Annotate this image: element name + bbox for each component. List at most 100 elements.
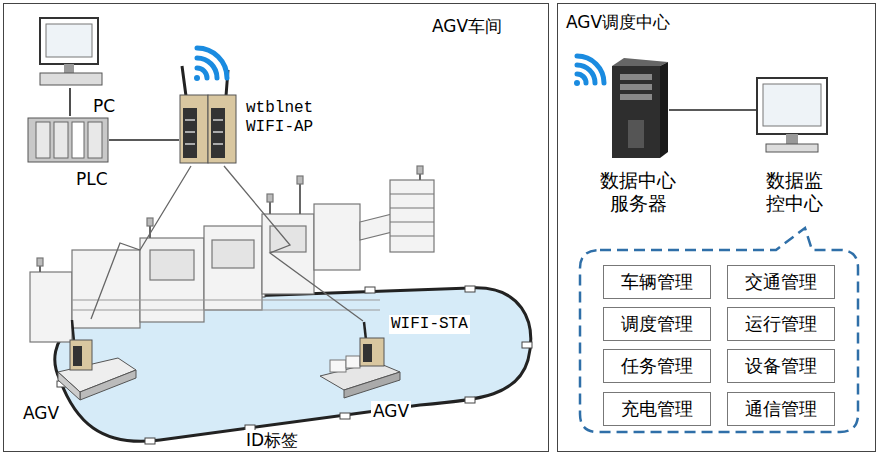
agv-vehicle [70, 340, 92, 370]
function-label: 运行管理 [745, 313, 817, 335]
wifi-ap-device [182, 66, 228, 96]
server-tower [660, 62, 668, 158]
function-label: 调度管理 [621, 313, 693, 335]
agv-vehicle [58, 372, 80, 400]
factory-machine [72, 300, 380, 310]
factory-machine [262, 214, 314, 294]
agv-vehicle [58, 320, 400, 400]
factory-machine [270, 226, 306, 252]
device-node: AGV [56, 319, 138, 395]
device-label: PC [93, 96, 115, 116]
function-label: 任务管理 [621, 355, 693, 377]
function-box: 车辆管理 [603, 265, 711, 299]
agv-vehicle [344, 372, 400, 398]
agv-vehicle [330, 360, 346, 372]
device-label: 数据中心 服务器 [586, 169, 690, 215]
wifi-ap-device [208, 95, 236, 163]
id-tag [57, 286, 532, 444]
factory-machine [30, 166, 434, 342]
monitor-screen [757, 78, 827, 152]
wifi-symbol [197, 48, 227, 78]
server-tower [620, 94, 652, 100]
function-label: 设备管理 [745, 355, 817, 377]
id-tag [145, 438, 155, 444]
id-tag [340, 413, 350, 419]
callout-cloud [580, 228, 858, 432]
monitor-screen [757, 78, 827, 134]
server-tower [612, 58, 668, 66]
function-box: 充电管理 [603, 392, 711, 426]
factory-machine [37, 258, 43, 266]
agv-vehicle [360, 338, 384, 366]
pc-monitor [64, 64, 74, 73]
plc-rack [54, 122, 68, 158]
id-tag [465, 286, 475, 292]
plc-rack [28, 118, 108, 162]
id-tag [365, 287, 375, 293]
server-tower [612, 58, 668, 158]
function-label: 充电管理 [621, 398, 693, 420]
wifi-ap-device [180, 66, 236, 163]
device-label: wtblnet WIFI-AP [246, 99, 332, 137]
cable-link [669, 109, 756, 111]
factory-machine [147, 218, 153, 226]
plc-rack [88, 122, 102, 158]
device-label: AGV [371, 401, 411, 421]
wifi-symbol [577, 56, 604, 83]
wifi-symbol [197, 58, 217, 78]
agv-vehicle [346, 356, 360, 368]
device-label: WIFI-STA [389, 315, 470, 334]
pc-monitor [40, 18, 98, 64]
factory-machine [390, 180, 434, 252]
server-tower [612, 66, 660, 158]
tag-label: ID标签 [244, 430, 300, 450]
factory-machine [360, 214, 392, 240]
plc-rack [72, 122, 84, 158]
device-node: wtblnet WIFI-AP [179, 61, 241, 166]
function-label: 交通管理 [745, 271, 817, 293]
region-panel: AGV车间PCPLCwtblnet WIFI-APAGVWIFI-STAAGV [3, 3, 549, 452]
factory-machine [314, 204, 360, 270]
function-box: 通信管理 [727, 392, 835, 426]
factory-machine [72, 250, 140, 328]
agv-vehicle [80, 370, 136, 400]
agv-vehicle [363, 344, 372, 362]
device-label: 数据监 控中心 [750, 169, 838, 215]
device-node: PLC [29, 116, 109, 164]
factory-machine [212, 240, 254, 268]
pc-monitor [40, 73, 102, 85]
server-tower [620, 74, 652, 80]
function-label: 通信管理 [745, 398, 817, 420]
server-tower [620, 84, 652, 90]
function-box: 任务管理 [603, 349, 711, 383]
device-label: AGV [21, 403, 61, 423]
wifi-symbol [577, 65, 595, 83]
pc-monitor [46, 24, 92, 57]
factory-machine [30, 272, 72, 342]
wifi-symbol [574, 80, 580, 86]
factory-machine [40, 170, 420, 272]
panel-title: AGV车间 [432, 16, 502, 36]
id-tag [522, 342, 532, 348]
cable-link [69, 88, 71, 116]
factory-machine [297, 176, 303, 184]
factory-machine [150, 250, 194, 280]
agv-vehicle [364, 322, 366, 340]
device-node: PC [36, 16, 106, 88]
monitor-screen [786, 134, 798, 144]
wireless-link [224, 166, 363, 321]
factory-machine [390, 194, 434, 236]
panel-title: AGV调度中心 [566, 12, 670, 32]
function-box: 运行管理 [727, 307, 835, 341]
function-label: 车辆管理 [621, 271, 693, 293]
callout-cloud [580, 228, 858, 432]
region-panel: AGV调度中心数据中心 服务器 数据监 控中心车辆管理 交通管理调度管理 运行管理任务… [557, 3, 876, 452]
cable-link [109, 139, 179, 141]
monitor-screen [763, 84, 821, 126]
wifi-symbol [194, 48, 604, 86]
id-tag [465, 397, 475, 403]
